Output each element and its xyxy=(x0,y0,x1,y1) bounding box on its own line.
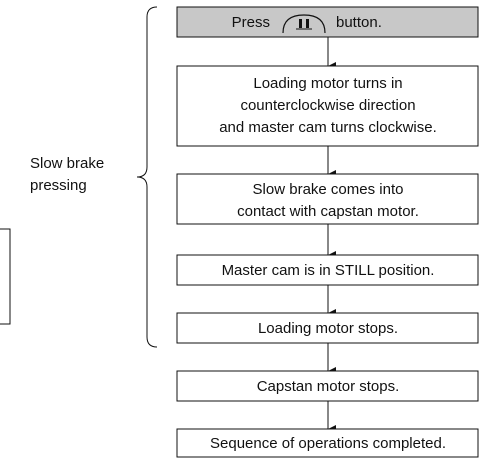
step-box xyxy=(176,6,479,38)
step-box xyxy=(176,370,479,402)
curly-brace xyxy=(136,6,158,348)
step-text: button. xyxy=(336,14,382,31)
step-text: and master cam turns clockwise. xyxy=(219,119,437,136)
step-text: Slow brake comes into xyxy=(253,181,404,198)
step-box xyxy=(176,173,479,225)
step-box xyxy=(176,312,479,344)
side-label: Slow brake pressing xyxy=(30,155,104,194)
step-capstan-motor-stops: Capstan motor stops. xyxy=(176,370,479,402)
step-slow-brake-contact: Slow brake comes into contact with capst… xyxy=(176,173,479,225)
side-label-text: Slow brake xyxy=(30,155,104,172)
step-text: Capstan motor stops. xyxy=(257,378,400,395)
step-text: Master cam is in STILL position. xyxy=(222,262,435,279)
step-text: counterclockwise direction xyxy=(240,97,415,114)
step-box xyxy=(176,254,479,286)
step-master-cam-still: Master cam is in STILL position. xyxy=(176,254,479,286)
step-box xyxy=(176,428,479,458)
step-text: Press xyxy=(232,14,270,31)
step-text: Loading motor turns in xyxy=(253,75,402,92)
step-text: contact with capstan motor. xyxy=(237,203,419,220)
step-loading-motor-stops: Loading motor stops. xyxy=(176,312,479,344)
step-text: Loading motor stops. xyxy=(258,320,398,337)
step-press-button: Press button. xyxy=(176,6,479,38)
partial-box-edge xyxy=(0,228,11,325)
step-loading-motor-turns: Loading motor turns in counterclockwise … xyxy=(176,65,479,147)
step-box xyxy=(176,65,479,147)
step-text: Sequence of operations completed. xyxy=(210,435,446,452)
side-label-text: pressing xyxy=(30,177,87,194)
step-sequence-completed: Sequence of operations completed. xyxy=(176,428,479,458)
pause-button-icon xyxy=(282,14,326,34)
